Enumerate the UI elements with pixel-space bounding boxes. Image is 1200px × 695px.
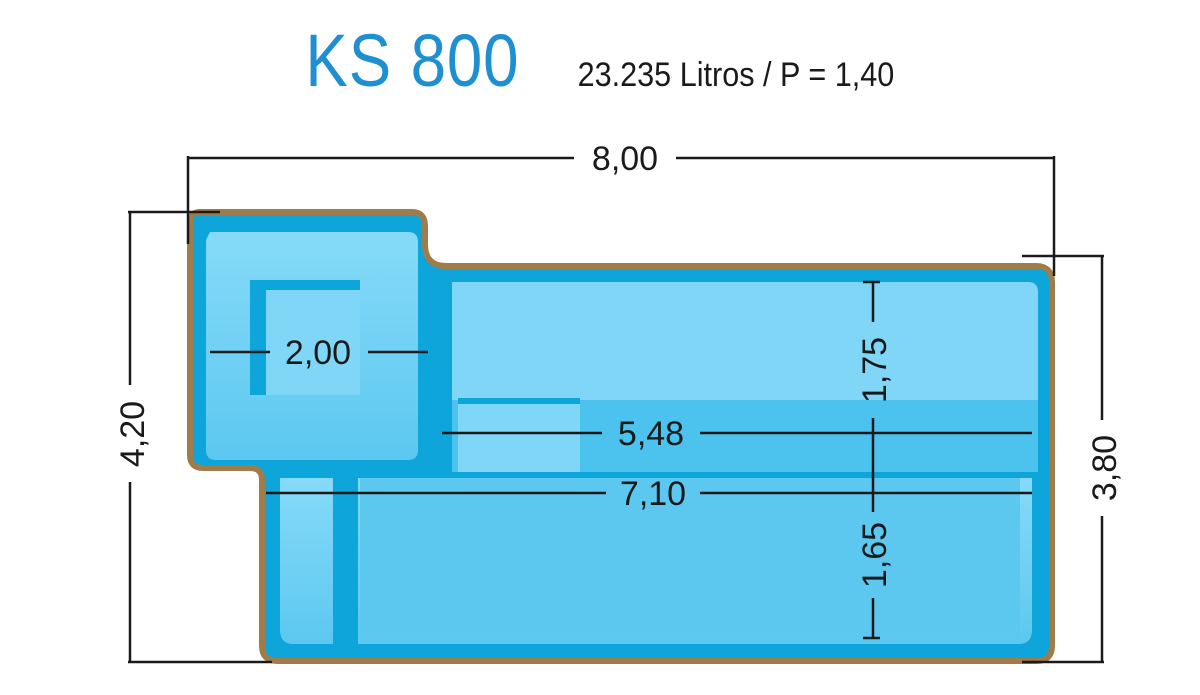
dim-upper-length: 5,48 — [618, 415, 684, 453]
dimension-lines — [128, 156, 1104, 664]
lane-step — [458, 400, 580, 472]
dim-lower-length: 7,10 — [620, 475, 686, 513]
bench — [333, 474, 358, 644]
lower-lane-floor — [360, 478, 1020, 638]
dim-deep-width: 1,75 — [856, 337, 894, 403]
spa-seat-top — [266, 290, 360, 395]
dim-shallow-width: 1,65 — [856, 522, 894, 588]
dim-width-left: 4,20 — [114, 401, 152, 467]
model-title: KS 800 — [305, 19, 520, 102]
header: KS 800 23.235 Litros / P = 1,40 — [0, 18, 1200, 103]
dim-overall-length: 8,00 — [592, 140, 658, 178]
dim-spa-length: 2,00 — [285, 334, 351, 372]
model-specs: 23.235 Litros / P = 1,40 — [577, 56, 894, 94]
lane-step-edge — [458, 398, 580, 404]
dim-width-right: 3,80 — [1086, 435, 1124, 501]
